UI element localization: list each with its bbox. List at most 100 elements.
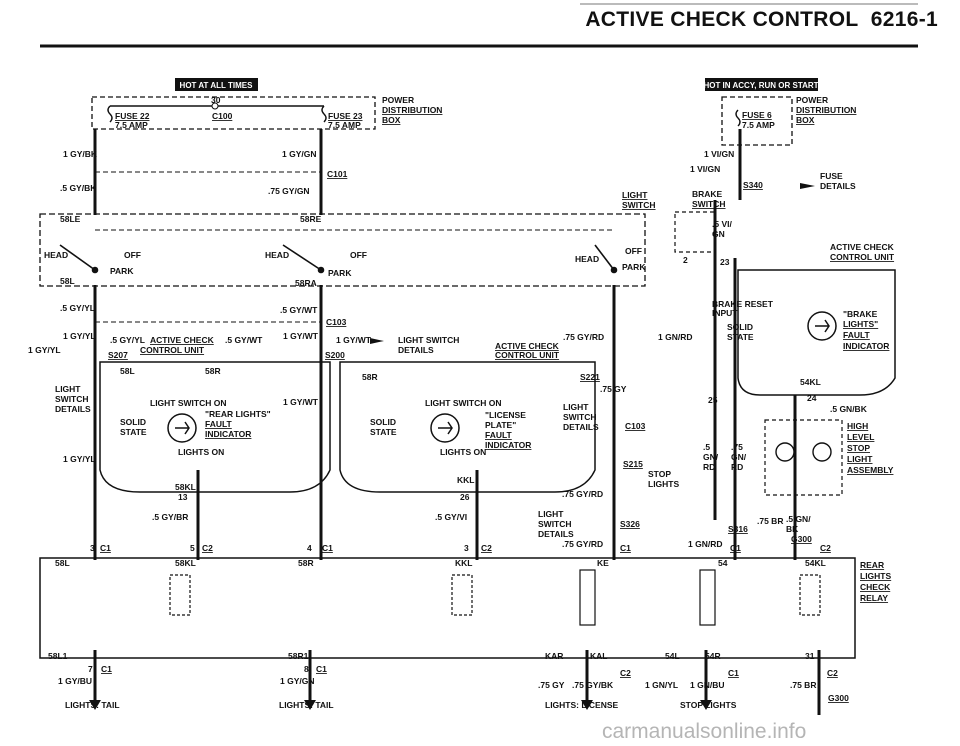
lsd-left-3: DETAILS	[55, 404, 91, 414]
lights-license: LIGHTS: LICENSE	[545, 700, 619, 710]
hl-1: HIGH	[847, 421, 868, 431]
wire-1gyyl-side: 1 GY/YL	[28, 345, 61, 355]
banner-hot-in-accy-text: HOT IN ACCY, RUN OR START	[703, 81, 818, 90]
wire-1gywt-b: 1 GY/WT	[336, 335, 372, 345]
acc-right-pin25: 25	[708, 395, 718, 405]
relay-pin58kl: 58KL	[175, 558, 196, 568]
wire-1gyyl-b: 1 GY/YL	[63, 454, 96, 464]
power-dist-right-l3: BOX	[796, 115, 815, 125]
light-switch-label-1: LIGHT	[622, 190, 648, 200]
light-switch-contacts	[59, 244, 618, 274]
acc-mid-diode-icon	[438, 421, 453, 435]
acc-mid-solid: SOLID	[370, 417, 396, 427]
c1-label-b: C1	[322, 543, 333, 553]
wire-75gyrd-a: .75 GY/RD	[563, 332, 604, 342]
acc-right-diode-icon	[815, 319, 830, 333]
brake-input: INPUT	[712, 308, 738, 318]
relay-pin58l1: 58L1	[48, 651, 68, 661]
hl-4: LIGHT	[847, 454, 873, 464]
wire-75brbk: .75 BR	[790, 680, 816, 690]
acc-right-w1: "BRAKE	[843, 309, 878, 319]
c2-label-c: C2	[820, 543, 831, 553]
pin3-c2b: 3	[464, 543, 469, 553]
banner-hot-in-accy	[705, 78, 818, 91]
power-distribution-box-right	[721, 96, 793, 146]
power-dist-left-l2: DISTRIBUTION	[382, 105, 442, 115]
fuse-22-amp: 7.5 AMP	[115, 120, 148, 130]
brake-1: BRAKE	[692, 189, 723, 199]
acc-mid-title-2: CONTROL UNIT	[495, 350, 560, 360]
acc-left-warn1: "REAR LIGHTS"	[205, 409, 271, 419]
c2-label-b: C2	[481, 543, 492, 553]
acc-right-w2: LIGHTS"	[843, 319, 878, 329]
wire-1vign-a: 1 VI/GN	[704, 149, 734, 159]
acc-mid-pin58r: 58R	[362, 372, 378, 382]
acc-right-unit	[737, 269, 896, 396]
relay-1: REAR	[860, 560, 884, 570]
page-title: ACTIVE CHECK CONTROL 6216-1	[585, 8, 938, 32]
wire-5gywt-b: .5 GY/WT	[225, 335, 263, 345]
wire-5vi: .5 VI/	[712, 219, 732, 229]
banner-hot-at-all-times-text: HOT AT ALL TIMES	[180, 81, 254, 90]
acc-right-solid: SOLID	[727, 322, 753, 332]
c101-label: C101	[327, 169, 348, 179]
c103-label-b: C103	[625, 421, 646, 431]
pin-58ra: 58RA	[295, 278, 317, 288]
s215-label: S215	[623, 459, 643, 469]
hl-2: LEVEL	[847, 432, 874, 442]
brake-pin23: 23	[720, 257, 730, 267]
fuse-6-label: FUSE 6	[742, 110, 772, 120]
wire-5gn: .5 GN/	[786, 514, 811, 524]
wire-1gyyl-a: 1 GY/YL	[63, 331, 96, 341]
watermark: carmanualsonline.info	[602, 720, 806, 743]
lsd-right-1: LIGHT	[563, 402, 589, 412]
rear-lights-check-relay-box	[39, 557, 856, 659]
arrow-light-switch-details	[370, 338, 384, 344]
lsd-bottom-1: LIGHT	[538, 509, 564, 519]
wire-1gybk: 1 GY/BK	[63, 149, 98, 159]
acc-mid-unit	[339, 361, 596, 493]
wire-rd-b: RD	[731, 462, 743, 472]
wire-1gywt-a: 1 GY/WT	[283, 331, 319, 341]
main-wires	[93, 129, 821, 715]
head-b: HEAD	[265, 250, 289, 260]
brake-reset: BRAKE RESET	[712, 299, 774, 309]
wire-75-b: .75	[731, 442, 743, 452]
high-level-lamp-icon	[775, 442, 795, 462]
brake-2: SWITCH	[692, 199, 726, 209]
fuse-6-icon	[735, 109, 741, 127]
pin8: 8	[304, 664, 309, 674]
fuse-6-amp: 7.5 AMP	[742, 120, 775, 130]
fuse-23-label: FUSE 23	[328, 111, 363, 121]
acc-right-pin24: 24	[807, 393, 817, 403]
fuse-22-icon	[107, 105, 113, 123]
wire-5gyyl-b: .5 GY/YL	[110, 335, 145, 345]
c100-label: C100	[212, 111, 233, 121]
stop-lights-label-1: STOP	[648, 469, 671, 479]
acc-right-title-1: ACTIVE CHECK	[830, 242, 895, 252]
acc-mid-lights-on: LIGHTS ON	[440, 447, 486, 457]
wire-1gybu: 1 GY/BU	[58, 676, 92, 686]
c1-label-a: C1	[100, 543, 111, 553]
fuse-details-1: FUSE	[820, 171, 843, 181]
park-b: PARK	[328, 268, 352, 278]
off-a: OFF	[124, 250, 141, 260]
acc-left-title-1: ACTIVE CHECK	[150, 335, 215, 345]
relay-pin54: 54	[718, 558, 728, 568]
pin-58re: 58RE	[300, 214, 322, 224]
fuse-details-2: DETAILS	[820, 181, 856, 191]
relay-pin54l: 54L	[665, 651, 680, 661]
relay-pinkkl: KKL	[455, 558, 472, 568]
acc-mid-ls1: LIGHT SWITCH	[398, 335, 459, 345]
wire-5gybr: .5 GY/BR	[152, 512, 188, 522]
pin-58l: 58L	[60, 276, 75, 286]
acc-left-solid: SOLID	[120, 417, 146, 427]
lights-tail-left: LIGHTS: TAIL	[65, 700, 120, 710]
s340-label: S340	[743, 180, 763, 190]
page-number: 6216-1	[870, 8, 938, 31]
wire-75gy-b: .75 GY	[538, 680, 565, 690]
c1-label-g: C1	[728, 668, 739, 678]
acc-mid-pinkkl: KKL	[457, 475, 474, 485]
pin3-c1a: 3	[90, 543, 95, 553]
head-c: HEAD	[575, 254, 599, 264]
